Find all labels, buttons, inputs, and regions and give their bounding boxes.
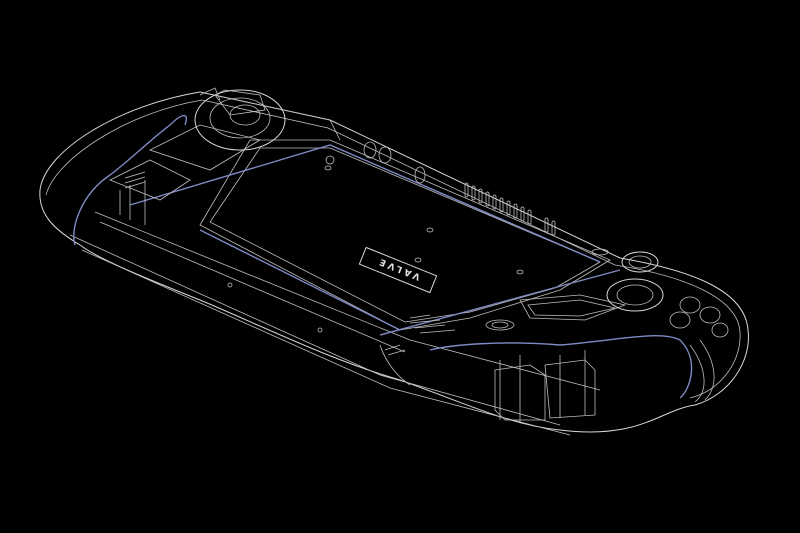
left-grip xyxy=(109,87,426,225)
device-body xyxy=(39,91,749,436)
screw-holes xyxy=(227,165,524,333)
right-grip xyxy=(379,251,729,422)
valve-logo-plate: VALVE xyxy=(358,246,438,294)
vent-slots xyxy=(464,182,609,256)
accent-seam-lines xyxy=(73,114,693,399)
